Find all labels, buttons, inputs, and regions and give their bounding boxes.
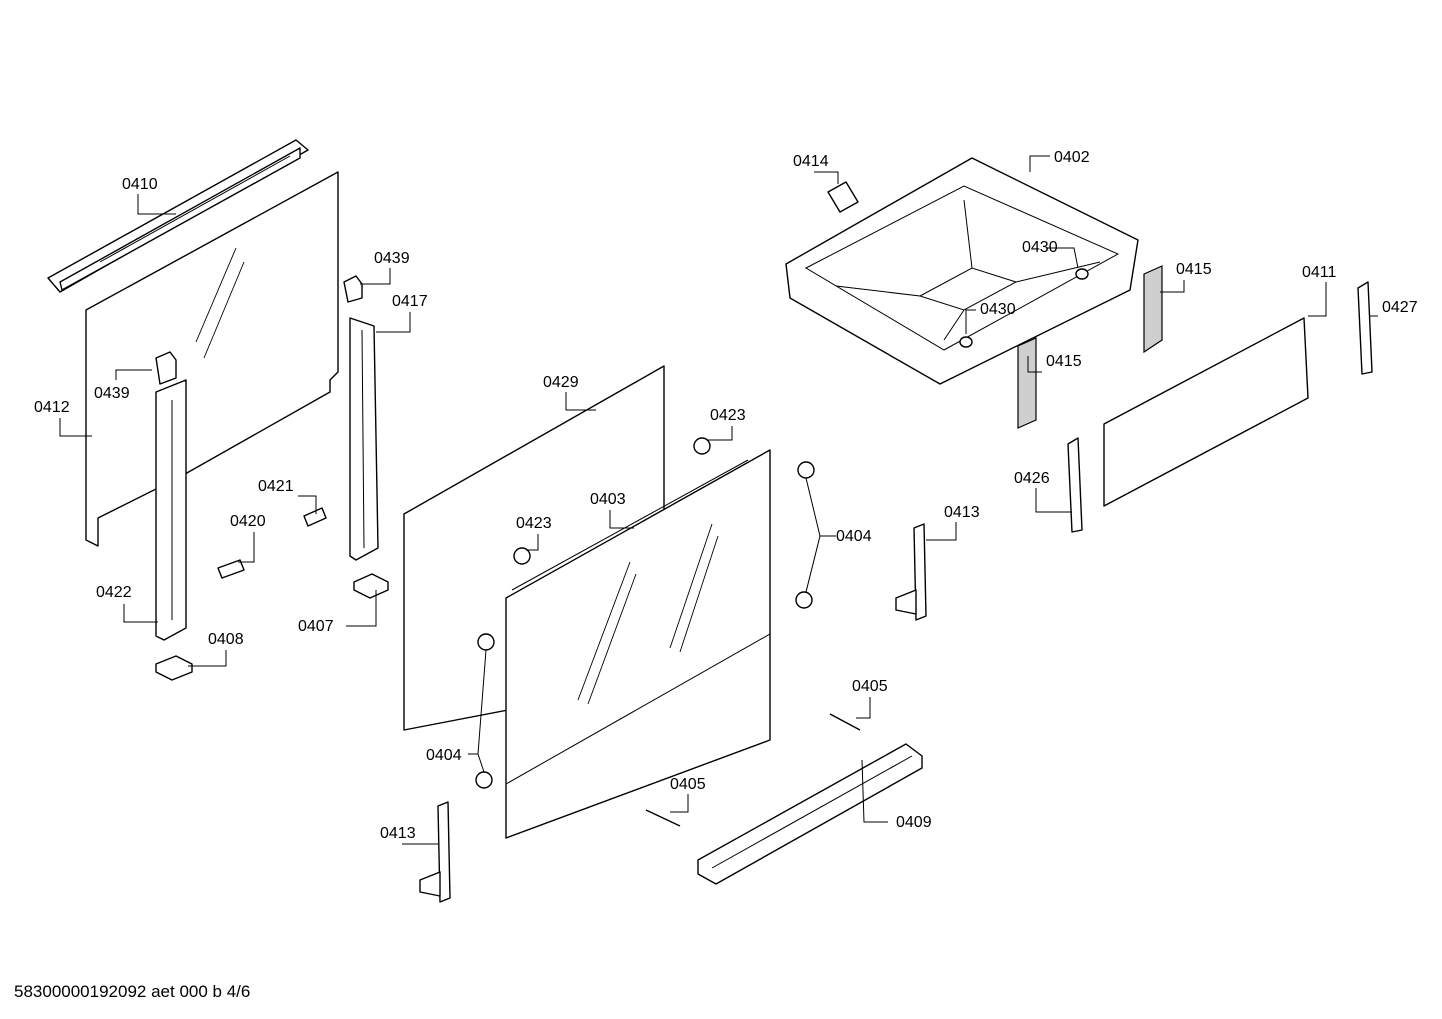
label-0413-right: 0413 [944,504,980,521]
label-0423-left: 0423 [516,515,552,532]
label-0402: 0402 [1054,149,1090,166]
label-0405-left: 0405 [670,776,706,793]
label-0404-left: 0404 [426,747,462,764]
part-0430-grommet-a [1075,268,1089,280]
part-0421-hinge [303,507,327,527]
label-0411: 0411 [1302,264,1337,281]
part-0423-spacer-a [693,437,711,455]
part-0413-hinge-left [419,801,451,903]
label-0439-lower: 0439 [94,385,130,402]
part-0427-end-cap [1357,281,1373,375]
label-0414: 0414 [793,153,829,170]
label-0417: 0417 [392,293,428,310]
part-0404-spacer-b [795,591,813,609]
part-0423-spacer-b [513,547,531,565]
part-0410-top-trim [47,139,309,293]
part-0407-bracket [353,573,389,599]
part-0415-runner-b [1017,337,1037,429]
label-0407: 0407 [298,618,334,635]
part-0404-spacer-a [797,461,815,479]
part-0422-left-rail [155,379,187,641]
label-0430-upper: 0430 [1022,239,1058,256]
part-0402-drawer-tray [785,157,1139,385]
label-0427: 0427 [1382,299,1418,316]
label-0415-lower: 0415 [1046,353,1082,370]
part-0414-clip [827,181,859,213]
part-0404-spacer-c [477,633,495,651]
label-0421: 0421 [258,478,294,495]
label-0430-lower: 0430 [980,301,1016,318]
part-0439-clip-lower [155,351,177,385]
part-0430-grommet-b [959,336,973,348]
label-0409: 0409 [896,814,932,831]
label-0426: 0426 [1014,470,1050,487]
part-0404-spacer-d [475,771,493,789]
part-0413-hinge-right [895,523,927,621]
leader-lines [59,155,1378,845]
label-0405-right: 0405 [852,678,888,695]
label-0404-right: 0404 [836,528,872,545]
label-0439-upper: 0439 [374,250,410,267]
label-0429: 0429 [543,374,579,391]
label-0412: 0412 [34,399,70,416]
label-0423-right: 0423 [710,407,746,424]
label-0422: 0422 [96,584,132,601]
label-0408: 0408 [208,631,244,648]
part-0409-handle [697,743,923,885]
part-0411-drawer-front [1103,317,1309,507]
part-0426-end-cap [1067,437,1083,533]
part-0405-pin-b [645,809,681,827]
part-0439-clip-upper [343,275,363,303]
part-0417-right-rail [349,317,379,561]
part-0405-pin-a [829,713,861,731]
label-0420: 0420 [230,513,266,530]
part-0412-rear-glass [85,171,339,547]
label-0403: 0403 [590,491,626,508]
part-0420-hinge [217,559,245,579]
label-0415-upper: 0415 [1176,261,1212,278]
label-0410: 0410 [122,176,158,193]
label-0413-left: 0413 [380,825,416,842]
part-0408-bracket [155,655,193,681]
part-0415-runner-a [1143,265,1163,354]
document-code: 58300000192092 aet 000 b 4/6 [14,982,251,1001]
part-labels: 0410 0412 0439 0439 0417 0422 0421 0420 … [34,149,1418,842]
part-0403-outer-door [505,449,771,839]
